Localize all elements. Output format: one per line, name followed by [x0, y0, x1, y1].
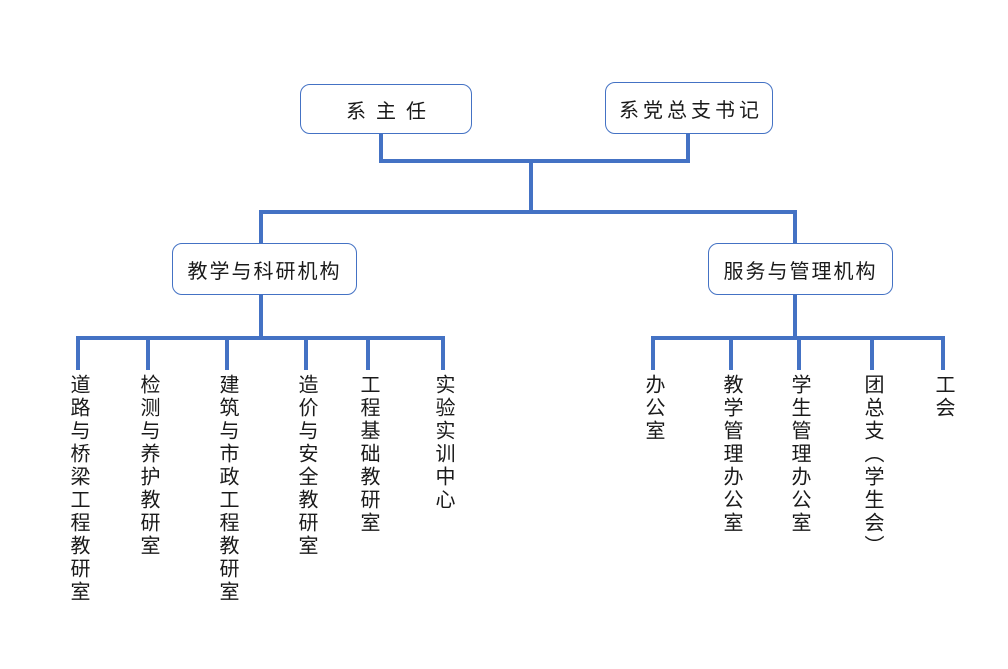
- leaf-cost-safety-office: 造价与安全教研室: [295, 374, 317, 558]
- connector-line: [529, 159, 533, 214]
- node-party-secretary: 系党总支书记: [605, 82, 773, 134]
- connector-line: [651, 336, 655, 370]
- leaf-testing-maintenance-office: 检测与养护教研室: [137, 374, 159, 558]
- leaf-student-admin-office: 学生管理办公室: [788, 374, 810, 535]
- leaf-road-bridge-office: 道路与桥梁工程教研室: [67, 374, 89, 604]
- node-party-secretary-label: 系党总支书记: [619, 99, 763, 122]
- connector-line: [259, 295, 263, 340]
- connector-line: [259, 210, 263, 243]
- connector-line: [379, 159, 690, 163]
- node-department-head: 系主任: [300, 84, 472, 134]
- connector-line: [941, 336, 945, 370]
- leaf-experiment-training-center: 实验实训中心: [432, 374, 454, 512]
- leaf-teaching-admin-office: 教学管理办公室: [720, 374, 742, 535]
- leaf-construction-municipal-office: 建筑与市政工程教研室: [216, 374, 238, 604]
- connector-line: [379, 133, 383, 162]
- connector-line: [793, 210, 797, 243]
- leaf-labor-union: 工会: [932, 374, 954, 420]
- connector-line: [729, 336, 733, 370]
- leaf-engineering-basics-office: 工程基础教研室: [357, 374, 379, 535]
- leaf-youth-league-branch: 团总支（学生会）: [861, 374, 883, 558]
- connector-line: [259, 210, 797, 214]
- connector-line: [146, 336, 150, 370]
- connector-line: [76, 336, 445, 340]
- connector-line: [441, 336, 445, 370]
- connector-line: [366, 336, 370, 370]
- connector-line: [76, 336, 80, 370]
- connector-line: [304, 336, 308, 370]
- connector-line: [225, 336, 229, 370]
- node-teaching-research-label: 教学与科研机构: [187, 260, 342, 283]
- connector-line: [686, 133, 690, 162]
- leaf-general-office: 办公室: [642, 374, 664, 443]
- node-teaching-research: 教学与科研机构: [172, 243, 357, 295]
- node-service-management: 服务与管理机构: [708, 243, 893, 295]
- node-department-head-label: 系主任: [346, 100, 436, 123]
- node-service-management-label: 服务与管理机构: [723, 260, 878, 283]
- connector-line: [797, 336, 801, 370]
- connector-line: [793, 295, 797, 340]
- connector-line: [870, 336, 874, 370]
